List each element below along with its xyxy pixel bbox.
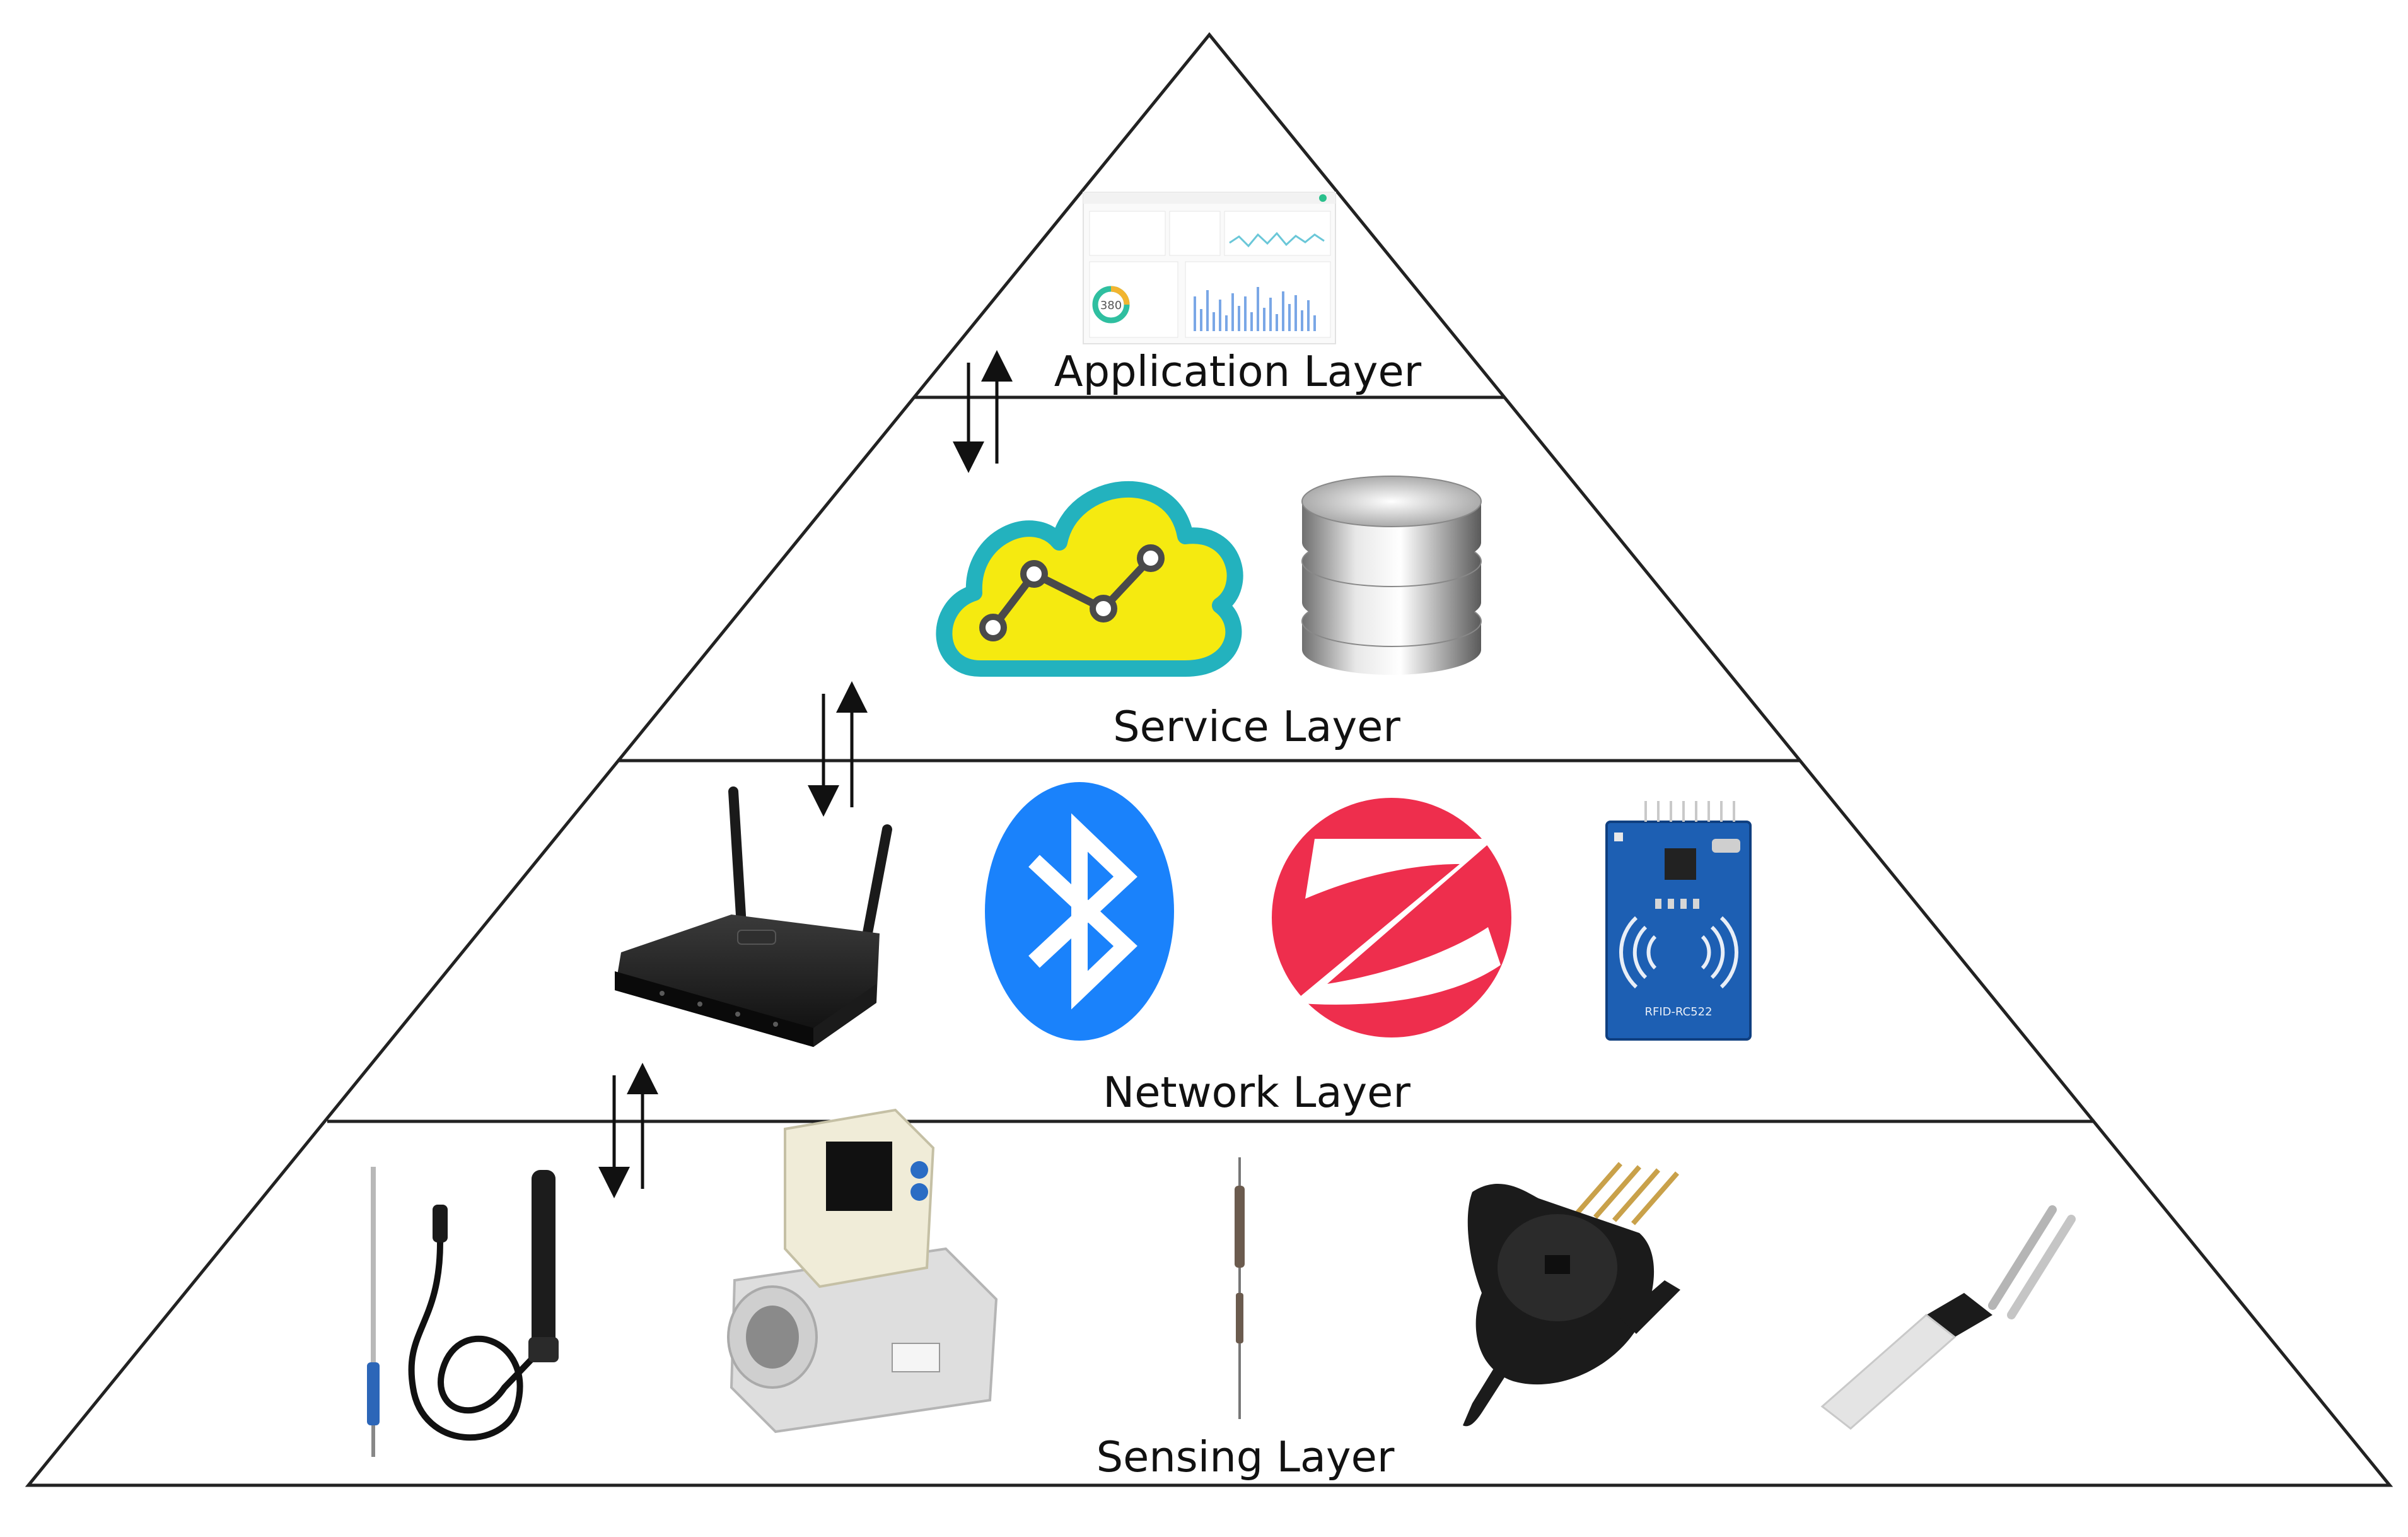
temperature-probe-icon: [367, 1167, 380, 1457]
dashboard-screenshot-icon: 380: [1083, 192, 1336, 344]
data-flow-arrows-service-network: [808, 681, 868, 817]
network-layer-label: Network Layer: [1103, 1068, 1410, 1117]
service-layer-label: Service Layer: [1113, 702, 1400, 751]
humidity-probe-icon: [408, 1170, 559, 1441]
flow-sensor-icon: [727, 1108, 998, 1434]
bluetooth-icon: [985, 782, 1174, 1041]
application-layer-label: Application Layer: [1054, 347, 1422, 396]
dashboard-gauge-value: 380: [1100, 299, 1122, 312]
rfid-module-icon: RFID-RC522: [1605, 801, 1752, 1041]
sensing-layer-label: Sensing Layer: [1096, 1432, 1395, 1481]
rfid-module-label: RFID-RC522: [1644, 1005, 1712, 1019]
pressure-sensor-icon: [1463, 1162, 1680, 1427]
database-icon: [1301, 476, 1482, 675]
wifi-router-icon: [615, 786, 892, 1047]
data-flow-arrows-network-sensing: [598, 1063, 658, 1198]
strip-sensor-icon: [1820, 1205, 2076, 1430]
thin-probe-sensor-icon: [1235, 1157, 1245, 1419]
cloud-analytics-icon: [936, 481, 1243, 677]
zigbee-icon: [1272, 798, 1511, 1037]
data-flow-arrows-app-service: [953, 350, 1013, 473]
